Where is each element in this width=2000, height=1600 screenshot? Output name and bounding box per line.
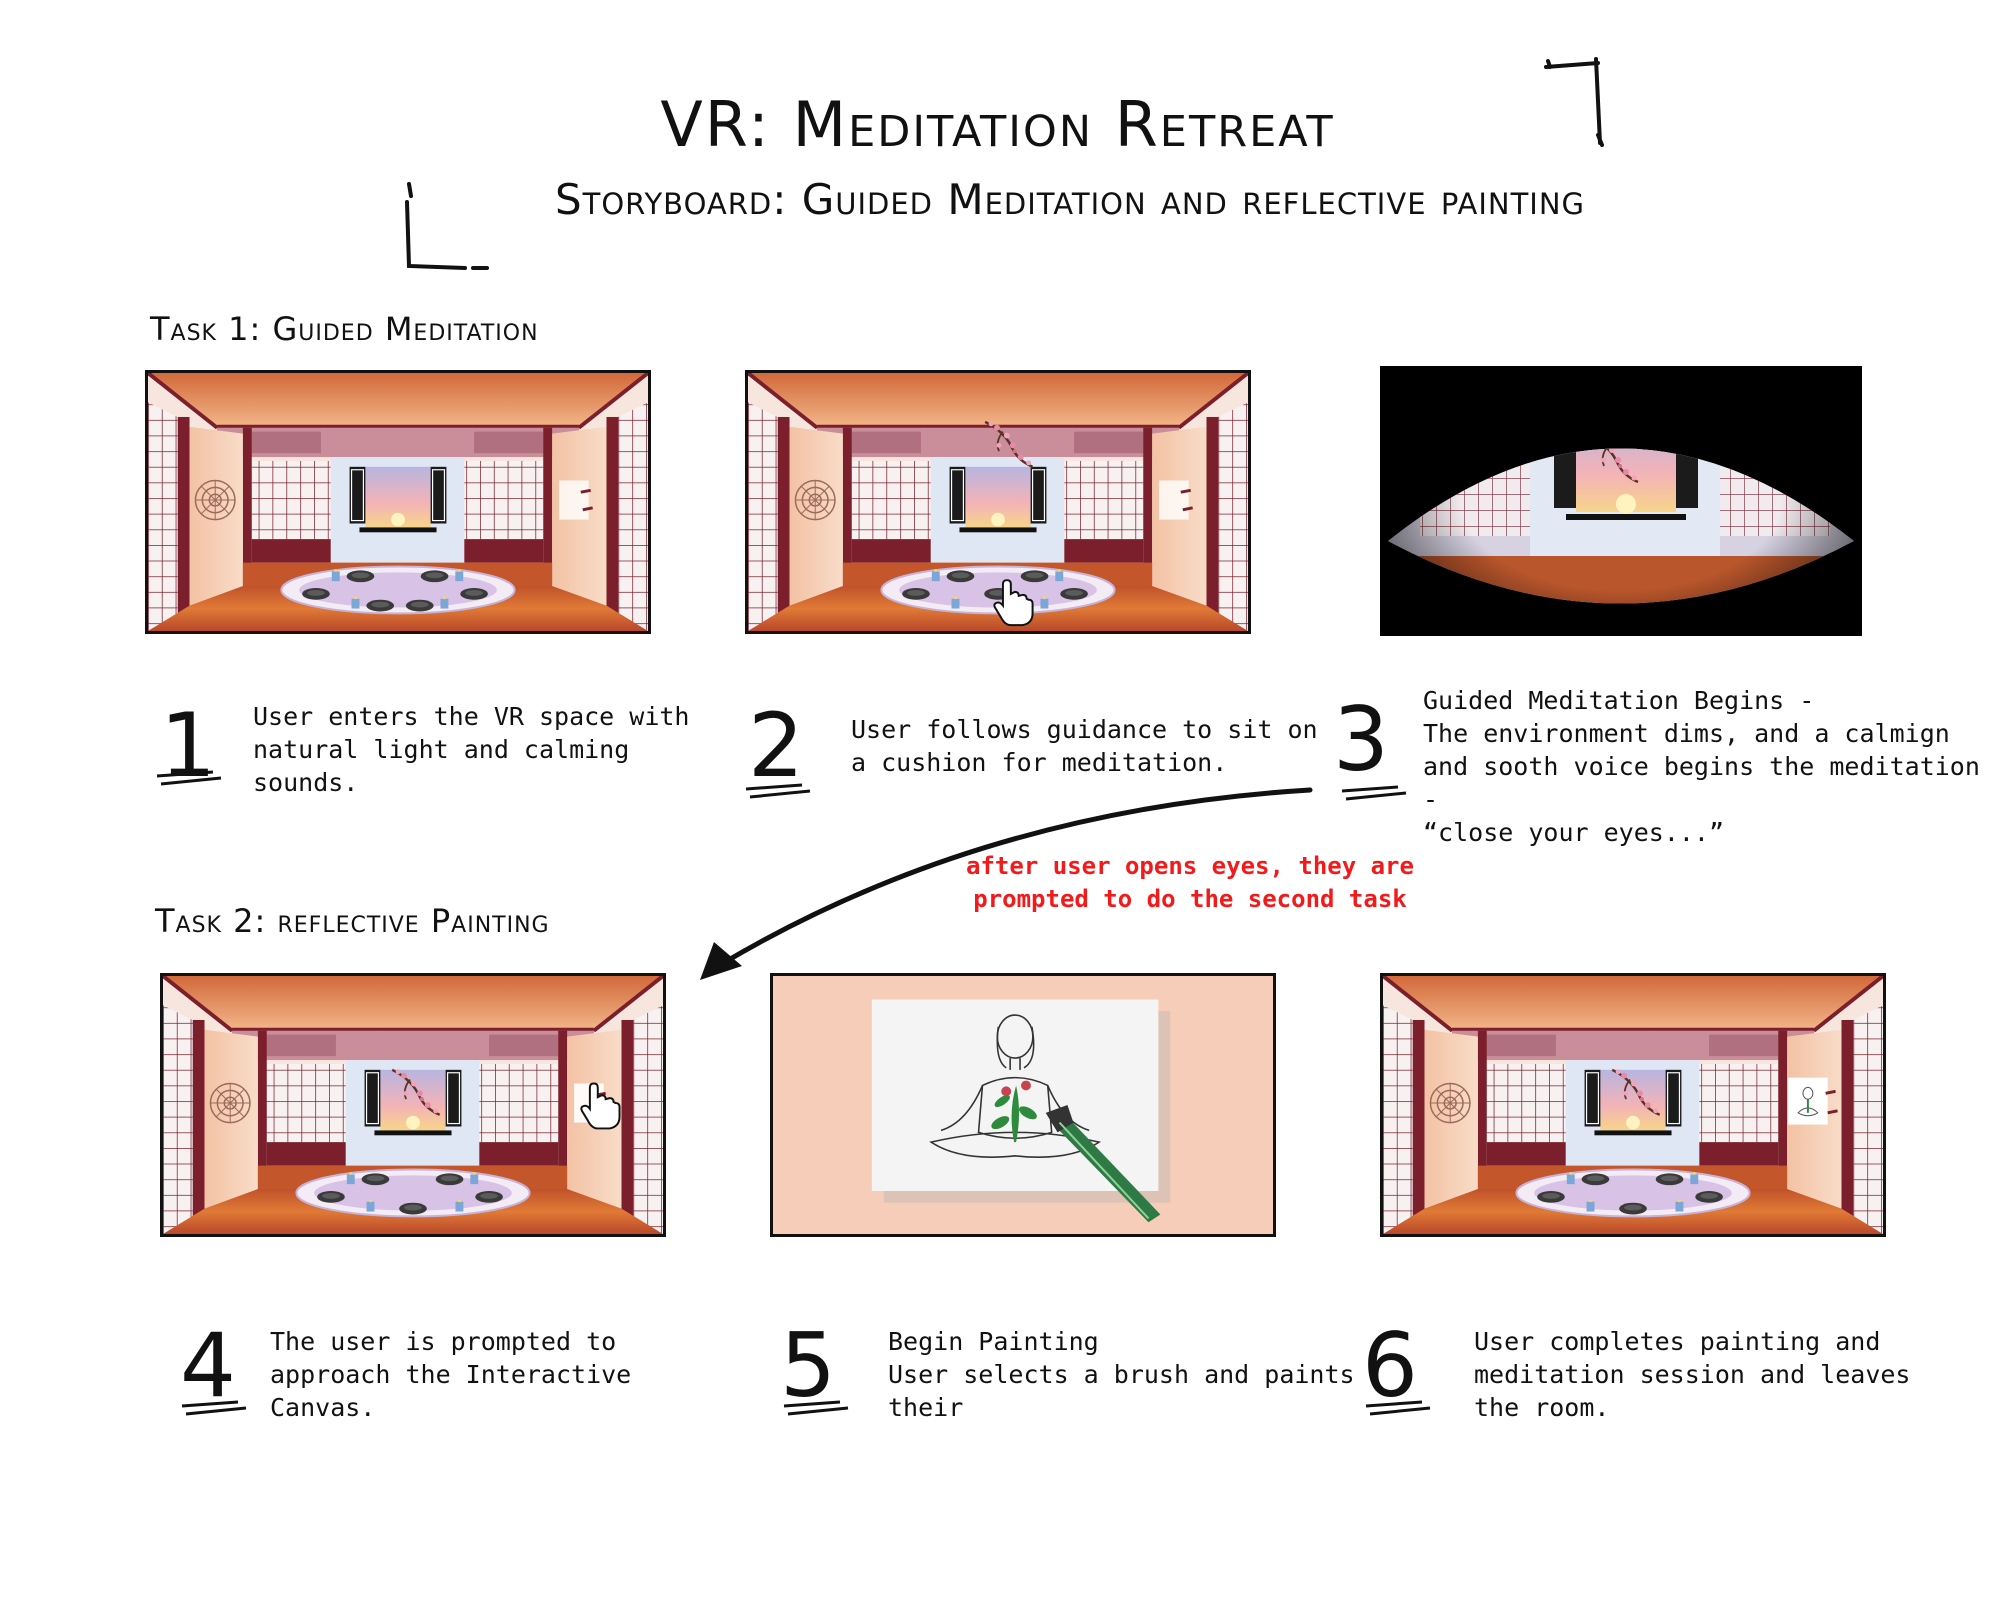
step-6-number: 6 bbox=[1362, 1314, 1418, 1417]
arrow-icon bbox=[700, 787, 1313, 980]
task-2-heading: Task 2: reflective Painting bbox=[155, 902, 550, 940]
step-3-text: Guided Meditation Begins - The environme… bbox=[1423, 686, 1980, 847]
step-4-number: 4 bbox=[180, 1314, 236, 1417]
step-3-number: 3 bbox=[1333, 688, 1389, 791]
step-5-text: Begin Painting User selects a brush and … bbox=[888, 1327, 1355, 1422]
step-1-underline-icon bbox=[156, 770, 222, 786]
step-6-text: User completes painting and meditation s… bbox=[1474, 1327, 1911, 1422]
step-2-number: 2 bbox=[748, 694, 804, 797]
step-4-text: The user is prompted to approach the Int… bbox=[270, 1327, 632, 1422]
transition-note: after user opens eyes, they are prompted… bbox=[966, 852, 1414, 913]
step-2-text: User follows guidance to sit on a cushio… bbox=[851, 715, 1318, 777]
storyboard-panel-4 bbox=[160, 973, 666, 1237]
step-5-number: 5 bbox=[780, 1314, 836, 1417]
storyboard-panel-1 bbox=[145, 370, 651, 634]
step-6-underline-icon bbox=[1365, 1400, 1431, 1416]
storyboard-panel-5 bbox=[770, 973, 1276, 1237]
step-2-underline-icon bbox=[745, 783, 811, 799]
step-1-text: User enters the VR space with natural li… bbox=[253, 702, 690, 797]
step-4-underline-icon bbox=[181, 1400, 247, 1416]
step-5-underline-icon bbox=[783, 1400, 849, 1416]
corner-bracket-top-right-icon bbox=[1544, 57, 1604, 147]
page-title: VR: Meditation Retreat bbox=[660, 88, 1335, 161]
page-subtitle: Storyboard: Guided Meditation and reflec… bbox=[554, 175, 1586, 224]
mandala-icon bbox=[194, 479, 236, 521]
storyboard-panel-6 bbox=[1380, 973, 1886, 1237]
corner-bracket-bottom-left-icon bbox=[405, 182, 489, 270]
storyboard-panel-3 bbox=[1380, 366, 1862, 636]
paintbrush-icon bbox=[1045, 1105, 1161, 1223]
step-3-underline-icon bbox=[1341, 785, 1407, 801]
task-1-heading: Task 1: Guided Meditation bbox=[150, 310, 539, 348]
storyboard-panel-2 bbox=[745, 370, 1251, 634]
